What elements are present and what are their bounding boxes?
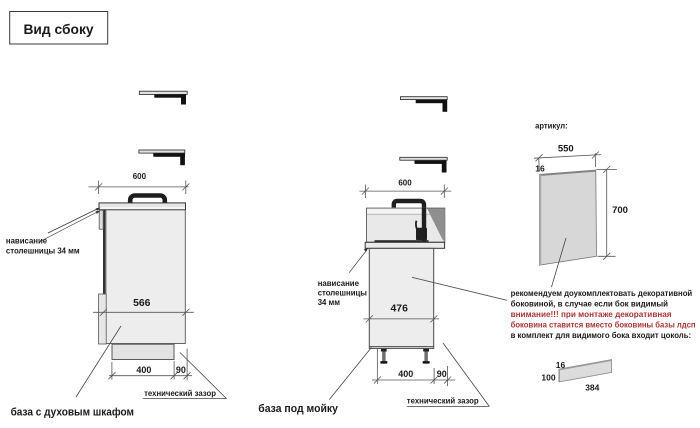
svg-text:90: 90 bbox=[437, 369, 447, 379]
svg-text:база с духовым шкафом: база с духовым шкафом bbox=[11, 407, 134, 419]
svg-text:в комплект для видимого бока в: в комплект для видимого бока входит цоко… bbox=[511, 331, 691, 340]
svg-text:технический зазор: технический зазор bbox=[144, 389, 216, 398]
svg-text:400: 400 bbox=[398, 369, 413, 379]
svg-text:рекомендуем доукомплектовать д: рекомендуем доукомплектовать декоративно… bbox=[511, 289, 693, 298]
svg-text:384: 384 bbox=[585, 382, 599, 392]
svg-text:база под мойку: база под мойку bbox=[258, 403, 338, 415]
svg-text:700: 700 bbox=[612, 205, 628, 216]
svg-text:600: 600 bbox=[133, 172, 147, 181]
svg-text:90: 90 bbox=[176, 365, 186, 375]
svg-text:артикул:: артикул: bbox=[535, 122, 568, 131]
svg-text:внимание!!! при монтаже декора: внимание!!! при монтаже декоративная bbox=[511, 310, 672, 319]
svg-text:боковина ставится вместо боков: боковина ставится вместо боковины базы л… bbox=[511, 321, 696, 330]
svg-text:столешницы: столешницы bbox=[318, 289, 368, 298]
svg-text:100: 100 bbox=[541, 372, 555, 382]
svg-text:34 мм: 34 мм bbox=[318, 298, 341, 307]
svg-text:476: 476 bbox=[391, 303, 409, 314]
svg-text:550: 550 bbox=[558, 144, 574, 155]
svg-text:нависание: нависание bbox=[318, 279, 360, 288]
svg-text:нависание: нависание bbox=[6, 237, 48, 246]
svg-text:Вид сбоку: Вид сбоку bbox=[23, 22, 93, 37]
svg-text:566: 566 bbox=[133, 298, 151, 309]
svg-text:боковиной, в случае если бок в: боковиной, в случае если бок видимый bbox=[511, 299, 669, 308]
svg-text:400: 400 bbox=[136, 365, 151, 375]
svg-text:16: 16 bbox=[556, 360, 566, 370]
svg-text:16: 16 bbox=[535, 164, 545, 174]
svg-text:столешницы 34 мм: столешницы 34 мм bbox=[6, 246, 80, 255]
svg-text:технический зазор: технический зазор bbox=[407, 396, 479, 405]
svg-text:600: 600 bbox=[398, 179, 412, 188]
